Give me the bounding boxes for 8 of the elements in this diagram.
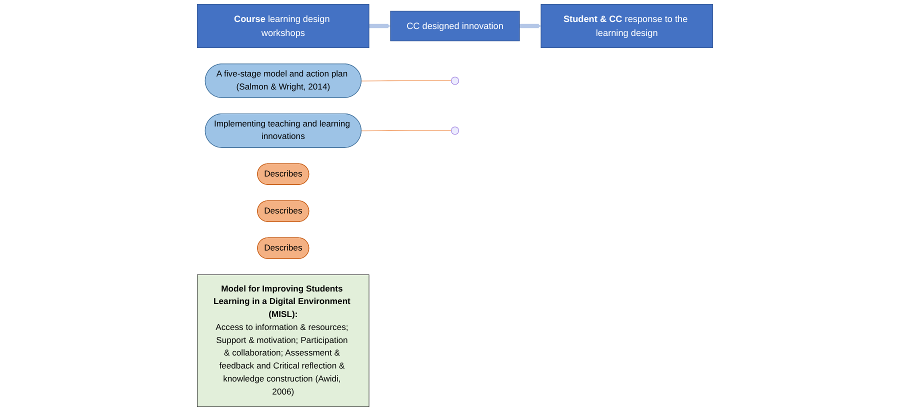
connector [361,130,452,132]
node-box: Student & CC response to the learning design [540,4,713,48]
arrow [519,24,542,28]
arrow [368,24,391,28]
node-box: Model for Improving Students Learning in a Digital Environment (MISL): Access to information & resources; Support & motivation; Participation & collaboration; Assessment & feedback and Critical reflection & knowledge construction (Awidi, 2006) [197,274,370,407]
node-box: Course learning design workshops [197,4,370,48]
connector [361,80,452,82]
node-box: CC designed innovation [390,10,520,42]
